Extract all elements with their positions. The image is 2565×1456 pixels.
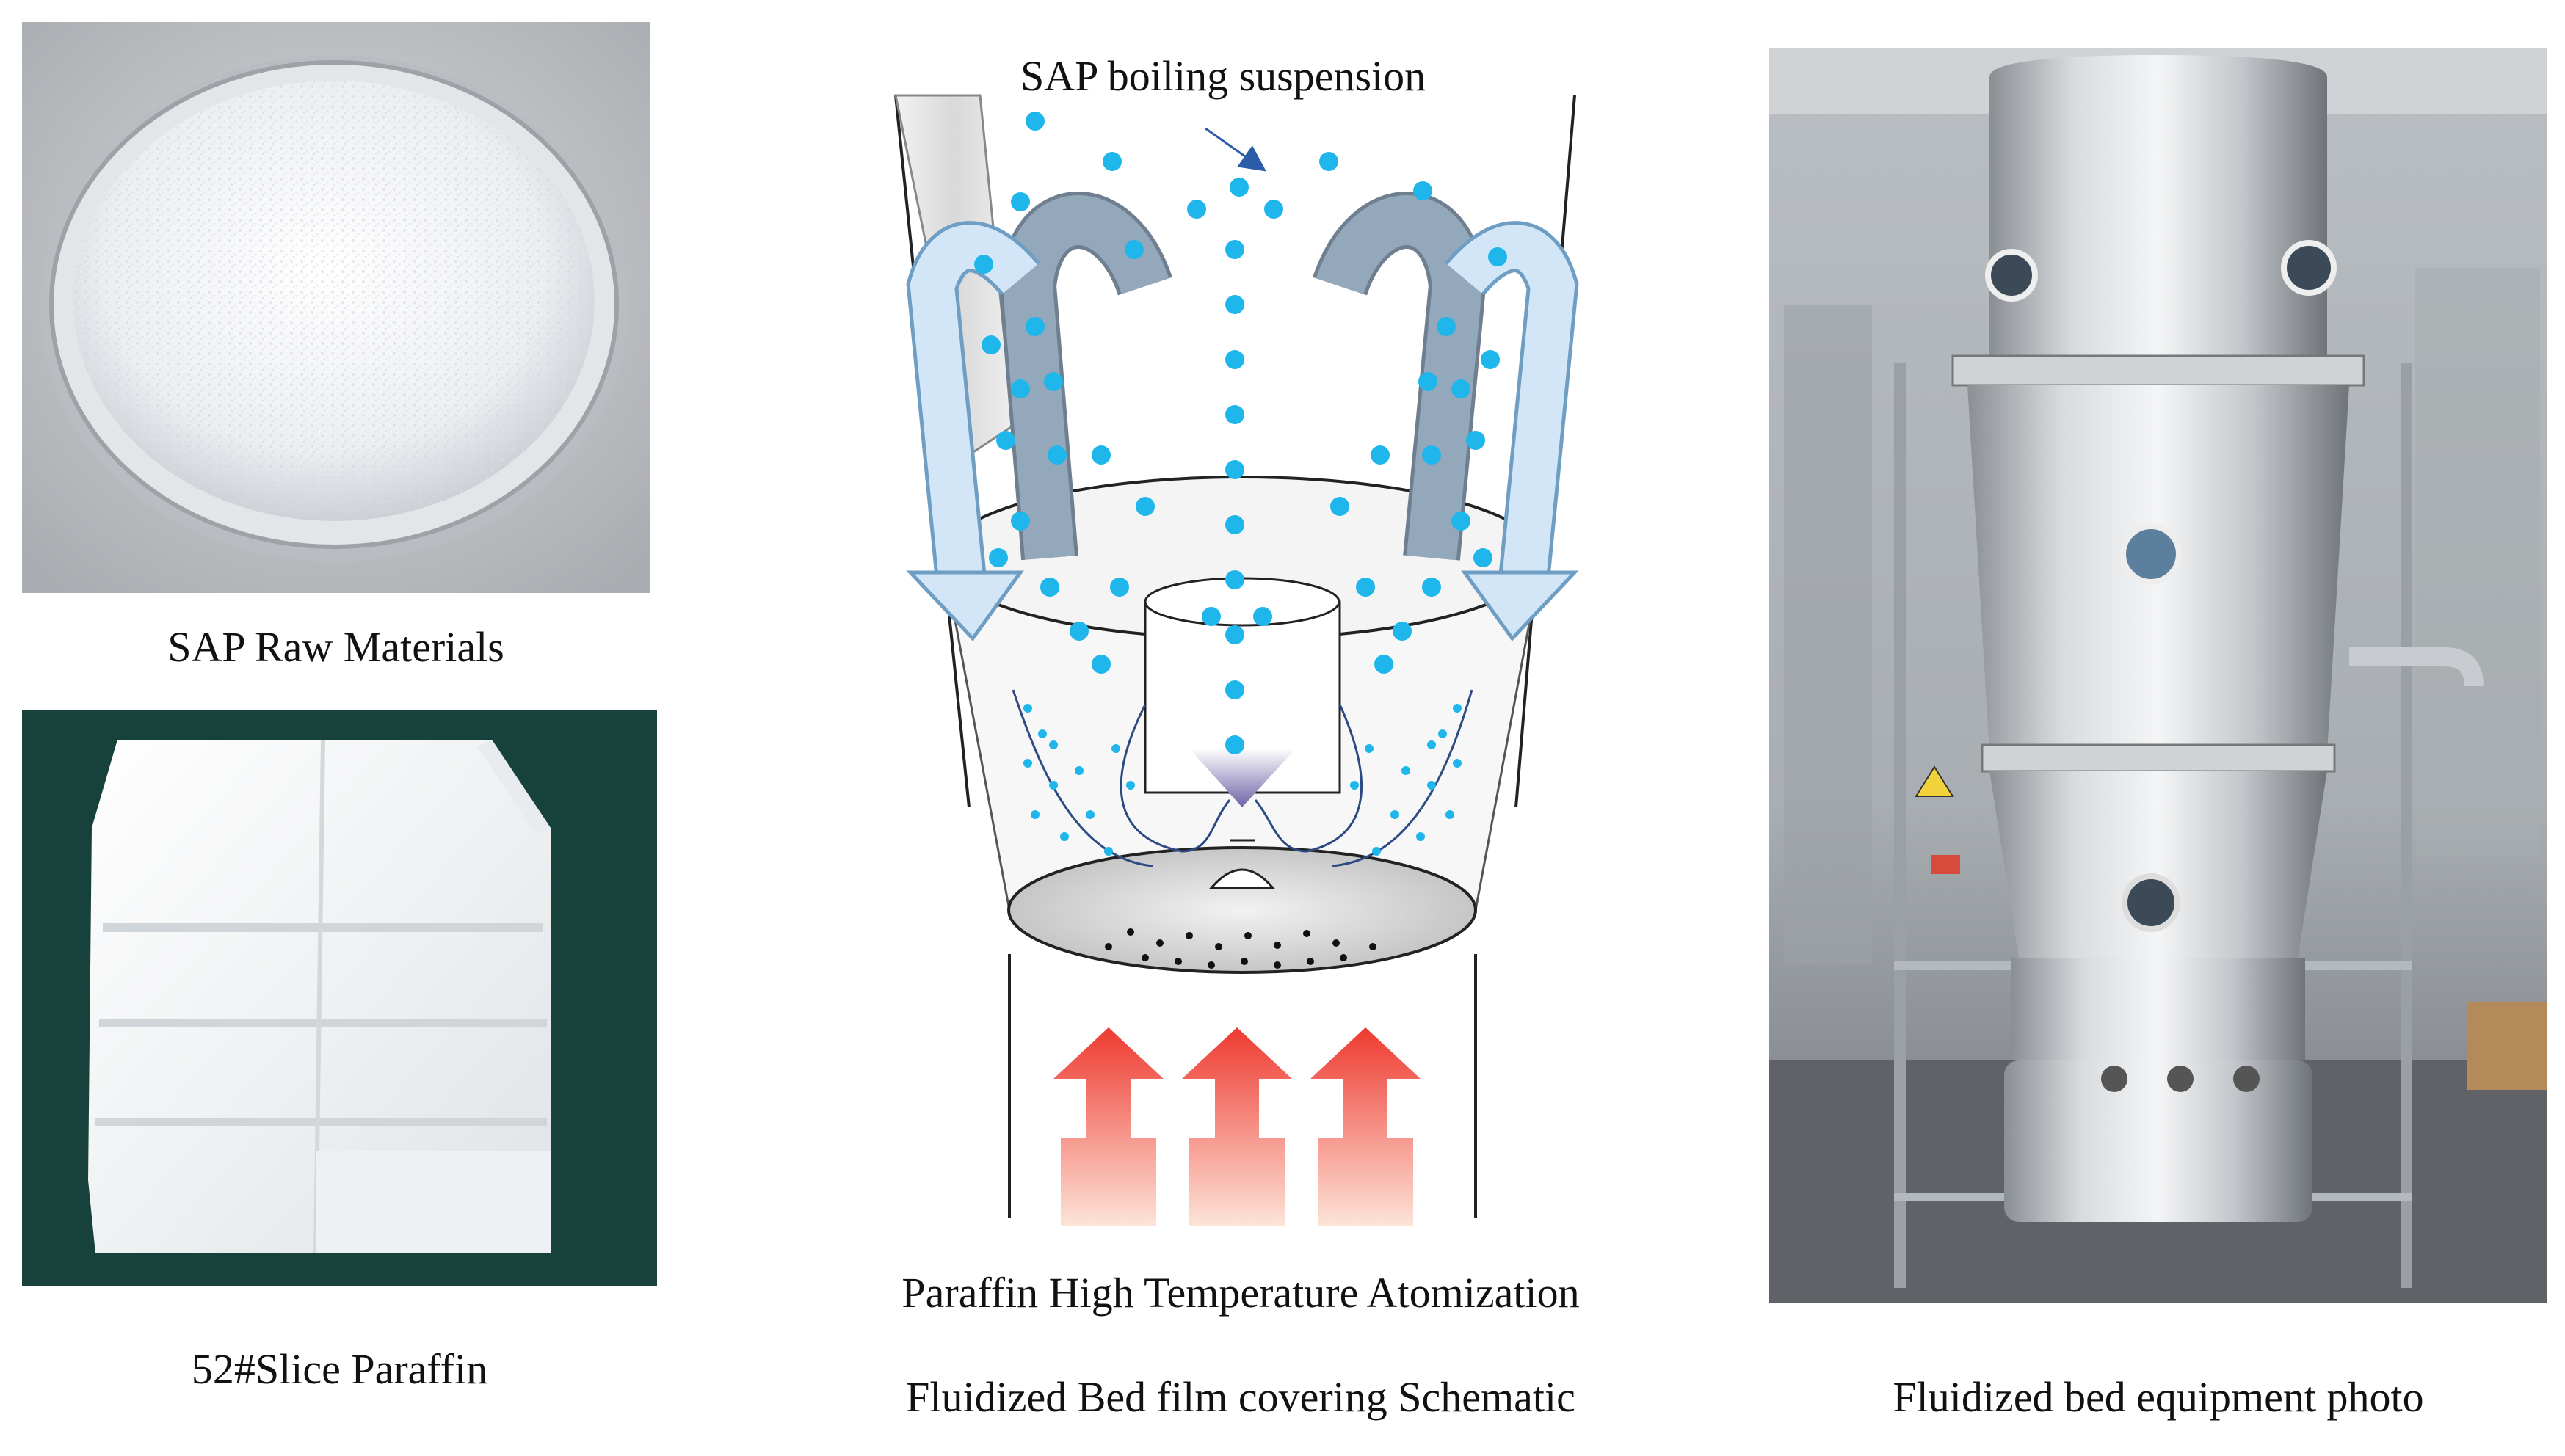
petri-dish-icon [22, 22, 650, 593]
fluidized-bed-vessel-icon [1769, 48, 2547, 1303]
sap-raw-materials-photo [22, 22, 650, 593]
schematic-caption: Fluidized Bed film covering Schematic [906, 1373, 1575, 1421]
equipment-photo-caption: Fluidized bed equipment photo [1893, 1373, 2424, 1421]
hot-air-arrows [1053, 1027, 1421, 1226]
fluidized-bed-schematic [800, 44, 1681, 1233]
paraffin-slice-photo [22, 710, 657, 1286]
fluidized-bed-diagram-icon [894, 94, 1579, 1226]
paraffin-slice-caption: 52#Slice Paraffin [191, 1345, 488, 1393]
atomization-label: Paraffin High Temperature Atomization [901, 1269, 1580, 1317]
suspension-label: SAP boiling suspension [1020, 52, 1426, 100]
paraffin-blocks-icon [22, 710, 657, 1286]
sap-raw-materials-caption: SAP Raw Materials [167, 623, 504, 671]
fluidized-bed-equipment-photo [1769, 48, 2547, 1303]
sap-particles [974, 112, 1507, 856]
